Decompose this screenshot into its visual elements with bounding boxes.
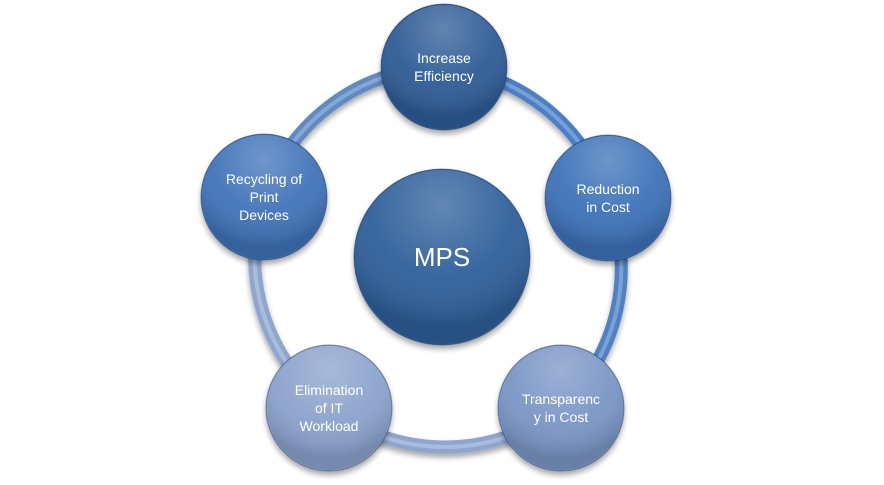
node-circle-elimination-of-it-workload (265, 344, 393, 472)
node-circle-transparency-in-cost (497, 344, 625, 472)
node-circle-recycling-of-print-devices (200, 133, 328, 261)
node-circle-increase-efficiency (380, 3, 508, 131)
center-circle-mps (353, 168, 531, 346)
node-circle-reduction-in-cost (544, 134, 672, 262)
